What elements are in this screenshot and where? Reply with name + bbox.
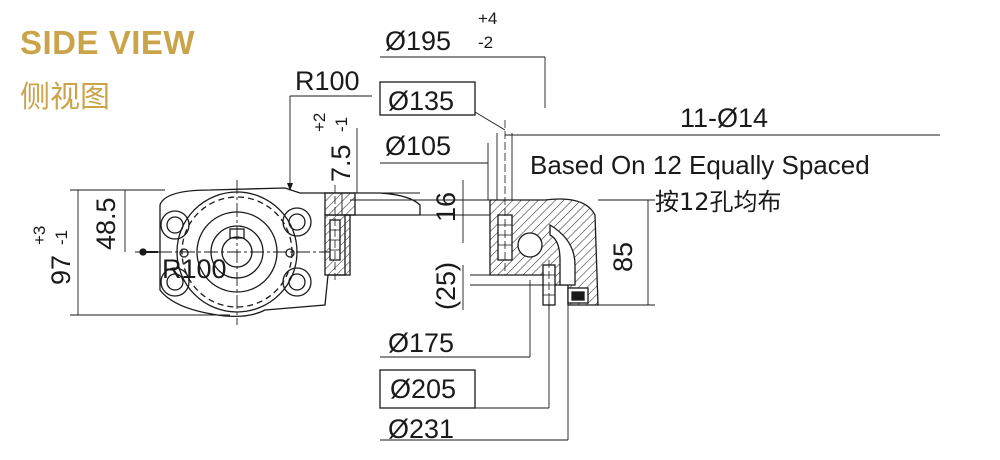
holes-note-en: Based On 12 Equally Spaced [530, 150, 870, 180]
gearbox-body [135, 180, 421, 325]
dim-h16: 16 [431, 192, 461, 222]
dim-h97-tol-upper: +3 [30, 226, 49, 245]
dim-holes: 11-Ø14 [680, 103, 768, 133]
dim-d205: Ø205 [390, 374, 456, 404]
dim-h7-5-tol-lower: -1 [332, 117, 351, 132]
dim-r100-body: R100 [162, 254, 227, 284]
dim-h25: (25) [431, 262, 461, 310]
dim-d175: Ø175 [388, 328, 454, 358]
dim-h97: 97 [46, 255, 76, 285]
dim-r100-top: R100 [295, 66, 360, 96]
dim-d195-tol-upper: +4 [478, 9, 497, 28]
left-flange-section [324, 185, 356, 280]
title-side-view: SIDE VIEW [20, 24, 196, 61]
dim-d231: Ø231 [388, 414, 454, 444]
holes-note-cn: 按12孔均布 [655, 188, 782, 216]
dim-d195-tol-lower: -2 [478, 33, 493, 52]
title-side-view-cn: 侧视图 [20, 80, 110, 115]
d205-frame [379, 369, 476, 409]
dimension-lines [70, 56, 940, 441]
dim-h48-5: 48.5 [91, 197, 121, 250]
dim-h7-5: 7.5 [326, 144, 356, 182]
dim-d195: Ø195 [385, 26, 451, 56]
dim-d105: Ø105 [385, 131, 451, 161]
dim-h7-5-tol-upper: +2 [310, 113, 329, 132]
dim-d135: Ø135 [388, 86, 454, 116]
bearing-cross-section [489, 120, 599, 310]
d135-frame [379, 81, 476, 116]
dim-h97-tol-lower: -1 [52, 230, 71, 245]
dim-h85: 85 [608, 242, 638, 272]
